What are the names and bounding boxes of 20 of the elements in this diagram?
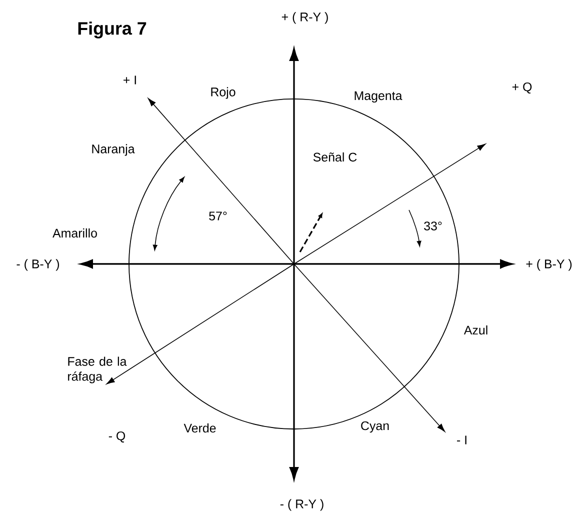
axis-label: + Q [512,82,532,94]
color-label: Fase de la ráfaga [68,356,127,384]
axis-label: + I [124,76,136,84]
color-label: Naranja [92,144,135,156]
color-label: Rojo [211,87,236,99]
color-label: Azul [464,325,488,335]
axis-label: + ( B-Y ) [526,259,572,271]
color-label: Verde [184,423,216,433]
color-label: Cyan [361,421,389,433]
angle-label: 57° [209,212,227,220]
axis-label: - ( B-Y ) [16,259,60,271]
color-label: Magenta [354,91,402,103]
axis-label: - ( R-Y ) [280,499,324,511]
axis-label: - I [457,436,466,444]
axis-label: + ( R-Y ) [282,12,328,24]
angle-label: 33° [424,222,442,230]
axis-label: - Q [108,431,126,443]
color-label: Amarillo [52,228,97,238]
vector-label: Señal C [313,152,357,162]
figure-title: Figura 7 [78,22,146,38]
